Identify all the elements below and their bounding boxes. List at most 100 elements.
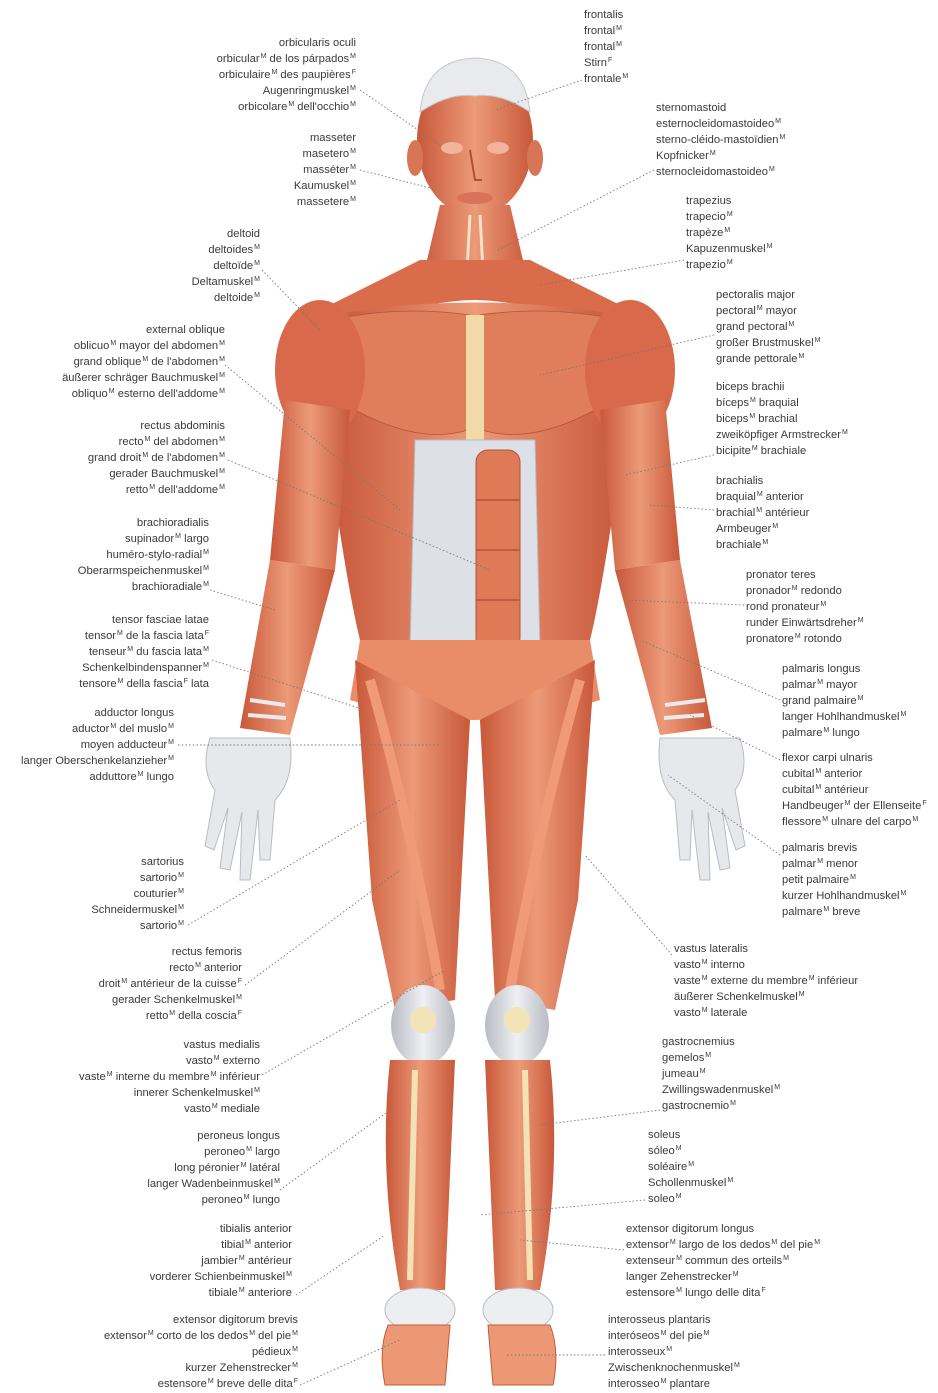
label-text: vasto xyxy=(674,959,701,971)
label-text: commun des orteils xyxy=(682,1255,782,1267)
label-text: palmar xyxy=(782,858,816,870)
label-line: sartorius xyxy=(91,855,184,871)
label-line: oblicuoM mayor del abdomenM xyxy=(62,339,225,355)
label-pronator-teres: pronator terespronadorM redondorond pron… xyxy=(746,568,864,648)
label-text: soleo xyxy=(648,1193,675,1205)
label-line: SchollenmuskelM xyxy=(648,1176,733,1192)
label-line: extenseurM commun des orteilsM xyxy=(626,1254,820,1270)
label-text: antérieur xyxy=(762,507,809,519)
label-line: peroneoM largo xyxy=(147,1145,280,1161)
label-text: soléaire xyxy=(648,1161,687,1173)
label-text: interne du membre xyxy=(113,1071,210,1083)
label-text: recto xyxy=(119,436,144,448)
label-line: rond pronateurM xyxy=(746,600,864,616)
label-line: grande pettoraleM xyxy=(716,352,820,368)
label-text: frontalis xyxy=(584,9,623,21)
label-text: interno xyxy=(708,959,745,971)
gender-marker: M xyxy=(705,1052,711,1059)
label-text: sternomastoid xyxy=(656,102,726,114)
label-text: grande pettorale xyxy=(716,353,797,365)
label-text: orbicularis oculi xyxy=(279,37,356,49)
left-upper-arm xyxy=(270,400,350,570)
label-line: pectoralis major xyxy=(716,288,820,304)
label-text: obliquo xyxy=(72,388,108,400)
label-line: OberarmspeichenmuskelM xyxy=(78,564,209,580)
label-text: biceps xyxy=(716,413,748,425)
label-line: frontaleM xyxy=(584,72,628,88)
label-line: huméro-stylo-radialM xyxy=(78,548,209,564)
label-text: mayor xyxy=(763,305,797,317)
label-text: brachial xyxy=(716,507,755,519)
label-text: antérieur de la cuisse xyxy=(127,978,236,990)
right-patella xyxy=(504,1007,530,1033)
label-text: frontal xyxy=(584,25,615,37)
label-text: rectus abdominis xyxy=(140,420,225,432)
label-line: bicepsM brachial xyxy=(716,412,848,428)
label-line: tibialis anterior xyxy=(150,1222,292,1238)
gender-marker: M xyxy=(775,118,781,125)
label-text: extensor digitorum longus xyxy=(626,1223,754,1235)
left-patella xyxy=(410,1007,436,1033)
label-line: gerader BauchmuskelM xyxy=(88,467,225,483)
label-text: palmare xyxy=(782,727,822,739)
left-shin xyxy=(386,1060,455,1290)
label-line: orbicularis oculi xyxy=(217,36,356,52)
label-brachialis: brachialisbraquialM anteriorbrachialM an… xyxy=(716,474,809,554)
label-text: rotondo xyxy=(801,633,842,645)
label-text: sartorius xyxy=(141,856,184,868)
label-text: orbiculaire xyxy=(219,69,271,81)
label-text: anterior xyxy=(251,1239,292,1251)
label-line: tensor fasciae latae xyxy=(79,613,209,629)
label-external-oblique: external obliqueoblicuoM mayor del abdom… xyxy=(62,323,225,403)
right-hand xyxy=(659,738,745,880)
label-line: cubitalM anterior xyxy=(782,767,927,783)
gender-marker: M xyxy=(350,196,356,203)
label-text: pronator teres xyxy=(746,569,816,581)
label-frontalis: frontalisfrontalMfrontalMStirnFfrontaleM xyxy=(584,8,628,88)
label-text: del pie xyxy=(255,1330,291,1342)
label-text: retto xyxy=(146,1010,168,1022)
label-text: largo de los dedos xyxy=(676,1239,771,1251)
label-line: frontalis xyxy=(584,8,628,24)
label-text: tensore xyxy=(79,678,116,690)
label-line: trapecioM xyxy=(686,210,772,226)
gender-marker: M xyxy=(178,904,184,911)
label-text: Deltamuskel xyxy=(192,276,254,288)
label-line: peroneoM lungo xyxy=(147,1193,280,1209)
label-line: StirnF xyxy=(584,56,628,72)
label-line: kurzer HohlhandmuskelM xyxy=(782,889,906,905)
label-line: bícepsM braquial xyxy=(716,396,848,412)
label-trapezius: trapeziustrapecioMtrapèzeMKapuzenmuskelM… xyxy=(686,194,772,274)
label-line: massetereM xyxy=(294,195,356,211)
gender-marker: M xyxy=(666,1346,672,1353)
label-text: sóleo xyxy=(648,1145,675,1157)
label-text: palmare xyxy=(782,906,822,918)
label-text: oblicuo xyxy=(74,340,109,352)
label-text: lata xyxy=(188,678,209,690)
label-text: estensore xyxy=(158,1378,207,1390)
gender-marker: M xyxy=(254,276,260,283)
label-line: masseter xyxy=(294,131,356,147)
label-text: äußerer Schenkelmuskel xyxy=(674,991,798,1003)
label-text: runder Einwärtsdreher xyxy=(746,617,857,629)
label-text: gastrocnemio xyxy=(662,1100,729,1112)
label-text: trapecio xyxy=(686,211,726,223)
gender-marker: F xyxy=(761,1287,765,1294)
label-line: flessoreM ulnare del carpoM xyxy=(782,815,927,831)
label-extensor-digitorum-longus: extensor digitorum longusextensorM largo… xyxy=(626,1222,820,1302)
label-line: äußerer schräger BauchmuskelM xyxy=(62,371,225,387)
label-line: sartorioM xyxy=(91,919,184,935)
label-line: interosseoM plantare xyxy=(608,1377,740,1393)
label-text: Zwillingswadenmuskel xyxy=(662,1084,773,1096)
label-line: brachialis xyxy=(716,474,809,490)
label-text: tenseur xyxy=(89,646,126,658)
label-line: KopfnickerM xyxy=(656,149,785,165)
gender-marker: M xyxy=(850,874,856,881)
label-line: adductor longus xyxy=(21,706,174,722)
label-text: äußerer schräger Bauchmuskel xyxy=(62,372,218,384)
label-line: petit palmaireM xyxy=(782,873,906,889)
label-line: estensoreM lungo delle ditaF xyxy=(626,1286,820,1302)
label-text: esterno dell'addome xyxy=(115,388,219,400)
label-line: braquialM anterior xyxy=(716,490,809,506)
